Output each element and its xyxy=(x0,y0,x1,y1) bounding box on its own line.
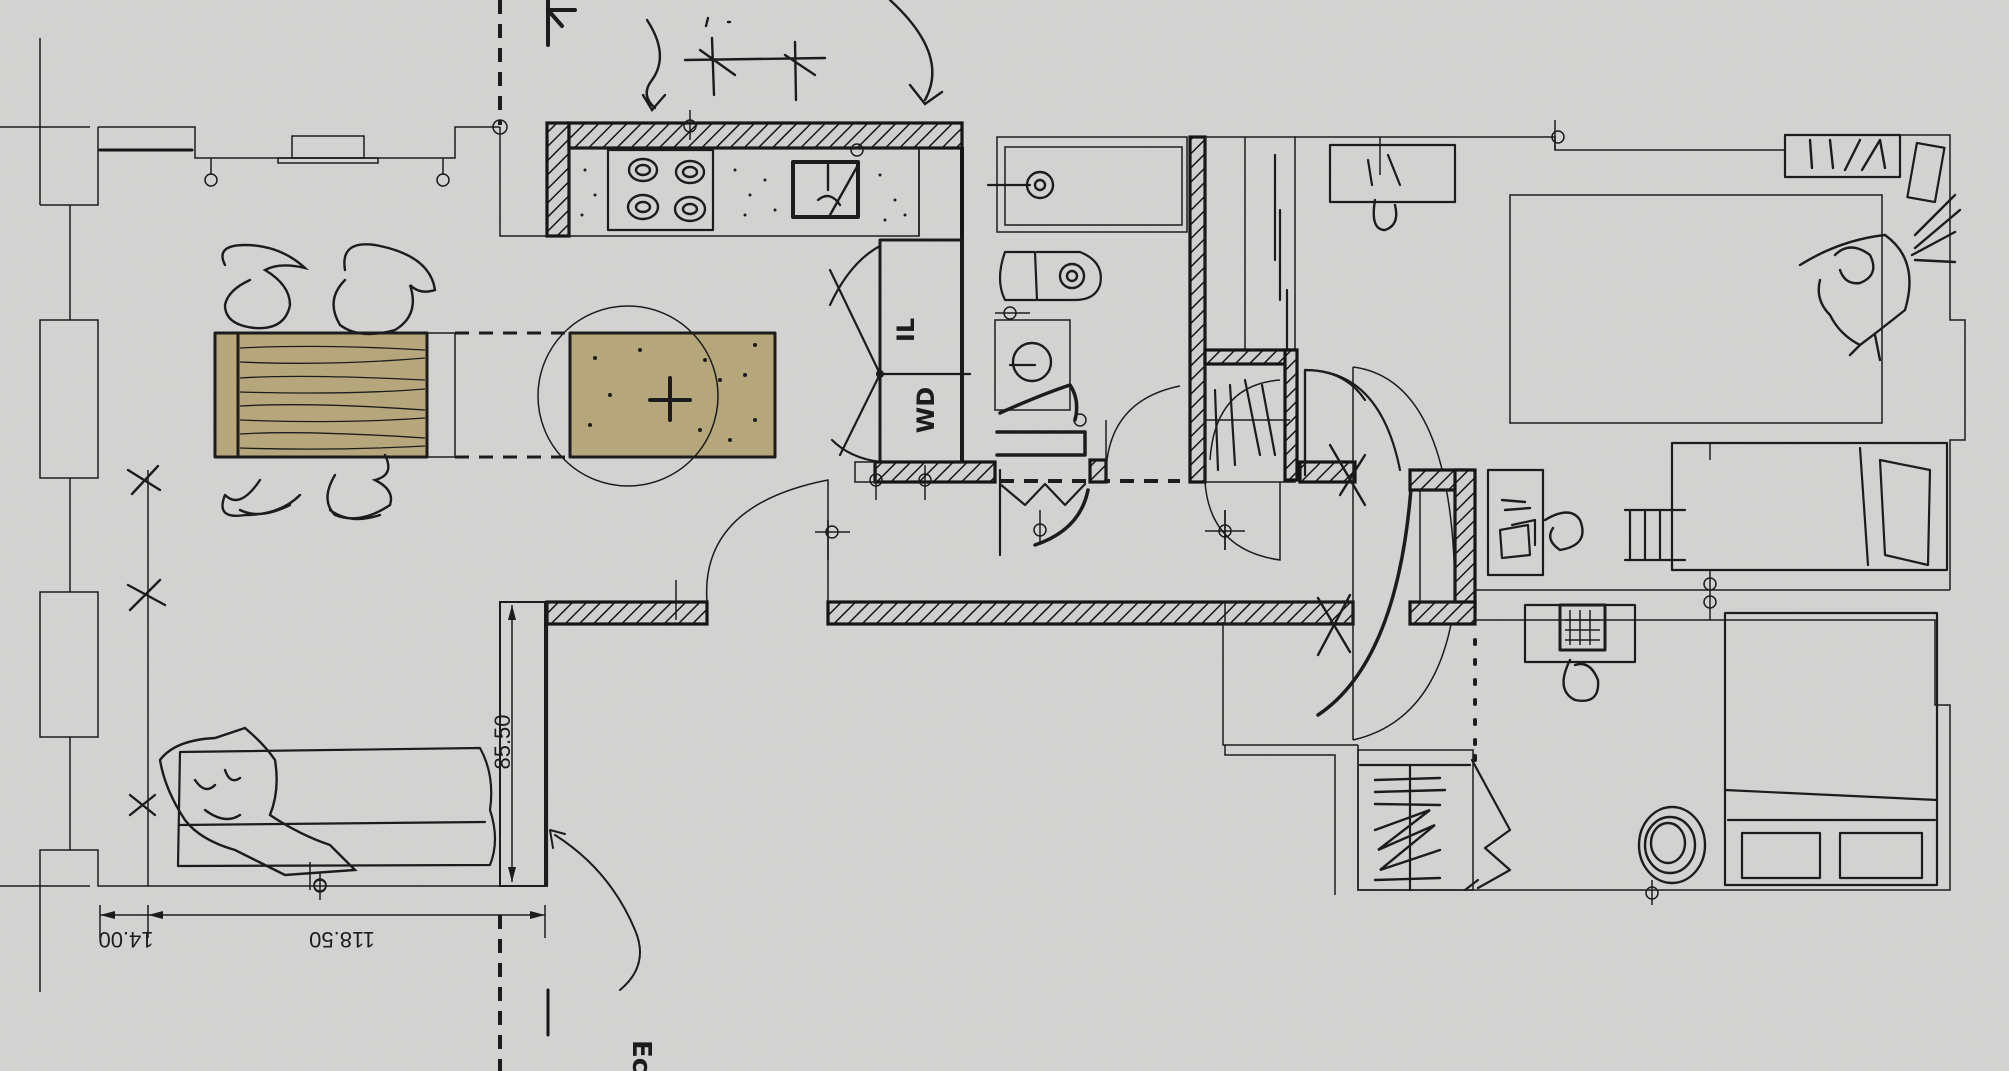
laundry-closet: IL WD xyxy=(828,238,997,500)
bed-1 xyxy=(1670,441,1949,572)
closet-label-il: IL xyxy=(892,318,920,342)
sofa xyxy=(158,726,497,892)
counter-speckle xyxy=(580,168,907,222)
dimension-85: 85.50 xyxy=(490,714,515,769)
dimension-bottom: 14.00 118.50 xyxy=(98,872,546,952)
throw-blanket-icon xyxy=(158,726,358,877)
burner-icons xyxy=(626,157,707,223)
kitchen-wall-left xyxy=(545,121,571,238)
bathroom xyxy=(986,136,1188,557)
cooktop xyxy=(606,148,715,232)
window-1 xyxy=(39,319,99,479)
chair-icons xyxy=(221,243,437,521)
closet-wall-bottom xyxy=(873,460,997,484)
dimension-118: 118.50 xyxy=(309,927,375,952)
toilet xyxy=(998,250,1102,302)
rug xyxy=(1509,194,1883,424)
closet-label-wd: WD xyxy=(912,387,940,433)
island-speckle xyxy=(588,343,757,442)
sink xyxy=(791,160,860,219)
ottoman-icon xyxy=(1637,805,1707,885)
left-exterior-wall xyxy=(0,38,500,992)
bedroom-2 xyxy=(1222,603,1951,905)
kitchen-island xyxy=(570,333,775,457)
wood-grain xyxy=(239,345,426,450)
corridor-wall-left xyxy=(545,600,709,626)
wardrobe-hall xyxy=(1188,120,1785,561)
corridor-wall-right xyxy=(826,600,1355,626)
bedroom-1 xyxy=(1486,133,1966,590)
bed-2 xyxy=(1723,611,1939,887)
vanity-sink xyxy=(994,319,1071,411)
dining-table xyxy=(215,333,427,457)
island-circle xyxy=(537,305,719,487)
kitchen xyxy=(499,0,964,464)
bottom-note: Ecc xyxy=(626,1040,656,1071)
bath-wall-right xyxy=(1188,135,1207,484)
desk-1 xyxy=(1486,468,1545,577)
kitchen-wall-top xyxy=(567,121,964,150)
pillow-1 xyxy=(1740,831,1822,880)
dining-area xyxy=(213,243,777,521)
pillow-2 xyxy=(1838,831,1924,880)
armchair-icon xyxy=(1798,233,1911,362)
hall-doors xyxy=(1303,366,1477,747)
wardrobe xyxy=(1357,749,1474,891)
window-2 xyxy=(39,591,99,738)
dimension-vertical: 85.50 Ecc xyxy=(490,601,656,1071)
dimension-14: 14.00 xyxy=(98,927,153,952)
